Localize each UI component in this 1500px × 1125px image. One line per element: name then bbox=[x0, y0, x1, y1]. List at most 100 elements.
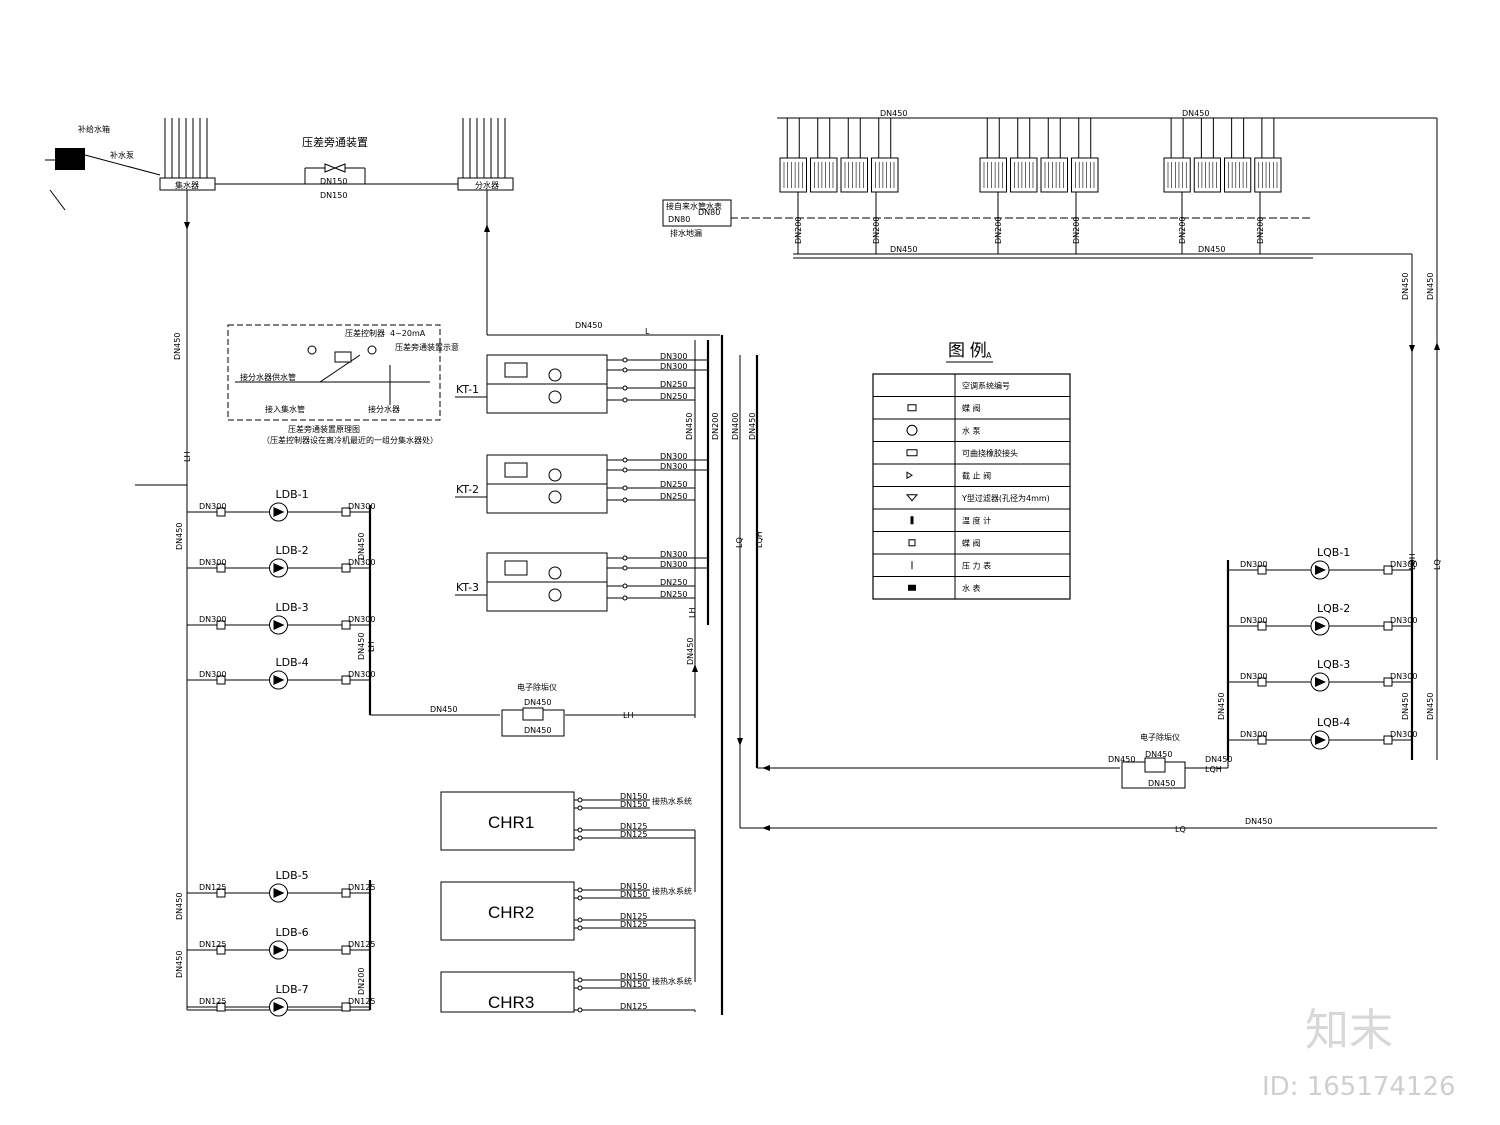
valve-icon bbox=[622, 457, 628, 463]
cw-pump-dn-in: DN300 bbox=[1240, 616, 1267, 625]
valve-icon bbox=[577, 925, 583, 931]
supply-manifold: 分水器 bbox=[457, 177, 514, 191]
flex-joint-icon bbox=[216, 945, 226, 955]
cooling-tower-cell bbox=[1224, 157, 1252, 193]
pump-arrow-icon bbox=[273, 945, 285, 955]
flex-joint-icon bbox=[341, 888, 351, 898]
return-manifold-label: 集水器 bbox=[175, 180, 199, 190]
legend-row-text: 水 泵 bbox=[962, 425, 981, 435]
bypass-detail: 压差控制器 4~20mA 接分水器供水管 接入集水管 接分水器 压差旁通装置示意… bbox=[227, 324, 459, 445]
chw-pump-label: LDB-1 bbox=[276, 488, 309, 501]
chiller-panel bbox=[504, 462, 528, 478]
cw-dn450-left: DN450 bbox=[1217, 693, 1226, 720]
heat-recovery-label: CHR1 bbox=[488, 813, 534, 832]
valve-icon bbox=[577, 827, 583, 833]
main-dn400: DN400 bbox=[731, 413, 740, 440]
chw-header-lh: LH bbox=[367, 642, 376, 652]
hr-pump-label: LDB-7 bbox=[276, 983, 309, 996]
hr-pump-dn-in: DN125 bbox=[199, 883, 226, 892]
chiller-dn-label: DN250 bbox=[660, 480, 687, 489]
tower-bottom-dn-right: DN450 bbox=[1198, 245, 1225, 254]
thermometer-icon bbox=[910, 516, 914, 525]
chiller-compressor bbox=[548, 368, 562, 382]
tower-header-dn-left: DN450 bbox=[880, 109, 907, 118]
chiller-dn-label: DN250 bbox=[660, 392, 687, 401]
bypass-detail-bl: 接入集水管 bbox=[265, 404, 305, 414]
chw-supply-dn450: DN450 bbox=[175, 523, 184, 550]
chw-pump-dn-in: DN300 bbox=[199, 615, 226, 624]
flex-joint-icon bbox=[216, 620, 226, 630]
valve-icon bbox=[622, 467, 628, 473]
cw-pump-dn-in: DN300 bbox=[1240, 560, 1267, 569]
chiller-dn-label: DN250 bbox=[660, 380, 687, 389]
legend-row-text: Y型过滤器(孔径为4mm) bbox=[961, 493, 1050, 503]
heat-recovery-dn: DN125 bbox=[620, 1002, 647, 1011]
flex-joint-icon bbox=[216, 507, 226, 517]
heat-recovery-dn: DN150 bbox=[620, 882, 647, 891]
hr-pump-dn-in: DN125 bbox=[199, 997, 226, 1006]
descaler-right: 电子除垢仪 DN450 DN450 DN450 DN450 LQH bbox=[1108, 732, 1232, 789]
pump-arrow-icon bbox=[1315, 621, 1326, 631]
valve-icon bbox=[622, 485, 628, 491]
hr-pump-label: LDB-6 bbox=[276, 926, 309, 939]
chw-pump-dn-in: DN300 bbox=[199, 558, 226, 567]
cw-pump-dn-out: DN300 bbox=[1390, 560, 1417, 569]
chiller-label: KT-1 bbox=[456, 383, 479, 396]
valve-icon bbox=[622, 357, 628, 363]
flex-joint-icon bbox=[1383, 621, 1393, 631]
hr-pump-dn-out: DN125 bbox=[348, 883, 375, 892]
flex-joint-icon bbox=[216, 563, 226, 573]
cooling-tower-cell bbox=[779, 157, 807, 193]
makeup-box-title: 接自来水管水表 bbox=[666, 201, 722, 211]
bypass-detail-title1: 压差控制器 bbox=[345, 328, 385, 338]
descaler-left-title: 电子除垢仪 bbox=[517, 682, 557, 692]
pump-arrow-icon bbox=[1315, 565, 1326, 575]
chw-pump-dn-in: DN300 bbox=[199, 502, 226, 511]
tower-branch-dn: DN200 bbox=[1072, 217, 1081, 244]
flex-joint-icon bbox=[216, 888, 226, 898]
cooling-tower-cell bbox=[979, 157, 1007, 193]
pump-arrow-icon bbox=[273, 888, 285, 898]
heat-recovery-dn: DN125 bbox=[620, 920, 647, 929]
cooling-tower-cell bbox=[1071, 157, 1099, 193]
valve-icon bbox=[577, 985, 583, 991]
heat-recovery-unit bbox=[440, 791, 575, 851]
hr-pump-dn-out: DN125 bbox=[348, 997, 375, 1006]
flex-joint-icon bbox=[216, 675, 226, 685]
tower-branch-dn: DN200 bbox=[872, 217, 881, 244]
chiller-compressor bbox=[548, 468, 562, 482]
flex-joint-icon bbox=[341, 945, 351, 955]
chiller-dn-label: DN300 bbox=[660, 362, 687, 371]
bypass-detail-left: 接分水器供水管 bbox=[240, 372, 296, 382]
pressure-device-label: 压差旁通装置 bbox=[302, 135, 368, 149]
pump-arrow-icon bbox=[273, 507, 285, 517]
chiller-main-pipes: DN450 DN200 DN400 DN450 LQ LQH LH DN450 … bbox=[685, 335, 1437, 1015]
cooling-tower-cell bbox=[1193, 157, 1221, 193]
chiller-panel bbox=[504, 560, 528, 576]
heat-recovery-dn: DN150 bbox=[620, 800, 647, 809]
main-lq-tag: LQ bbox=[735, 537, 744, 548]
heat-recovery-dn: DN125 bbox=[620, 912, 647, 921]
makeup-tank-label: 补给水箱 bbox=[78, 124, 110, 134]
watermark-brand: 知末 bbox=[1305, 1005, 1393, 1056]
cooling-tower-cell bbox=[1163, 157, 1191, 193]
legend-title: 图 例 bbox=[948, 341, 987, 360]
cw-dn450-right: DN450 bbox=[1401, 693, 1410, 720]
valve-icon bbox=[577, 797, 583, 803]
flex-joint-icon bbox=[341, 1002, 351, 1012]
heat-recovery-dn: DN150 bbox=[620, 890, 647, 899]
flex-joint-icon bbox=[1383, 565, 1393, 575]
valve-icon bbox=[577, 1007, 583, 1013]
hr-dn450-b: DN450 bbox=[175, 951, 184, 978]
legend-row-text: 压 力 表 bbox=[962, 560, 991, 570]
pump-arrow-icon bbox=[273, 1002, 285, 1012]
flex-joint-icon bbox=[1257, 621, 1267, 631]
bypass-caption-1: 压差旁通装置原理图 bbox=[288, 424, 360, 434]
pump-arrow-icon bbox=[273, 563, 285, 573]
chiller-dn-label: DN300 bbox=[660, 352, 687, 361]
chiller-compressor bbox=[548, 390, 562, 404]
chiller-label: KT-2 bbox=[456, 483, 479, 496]
main-lqh-tag: LQH bbox=[755, 531, 764, 548]
